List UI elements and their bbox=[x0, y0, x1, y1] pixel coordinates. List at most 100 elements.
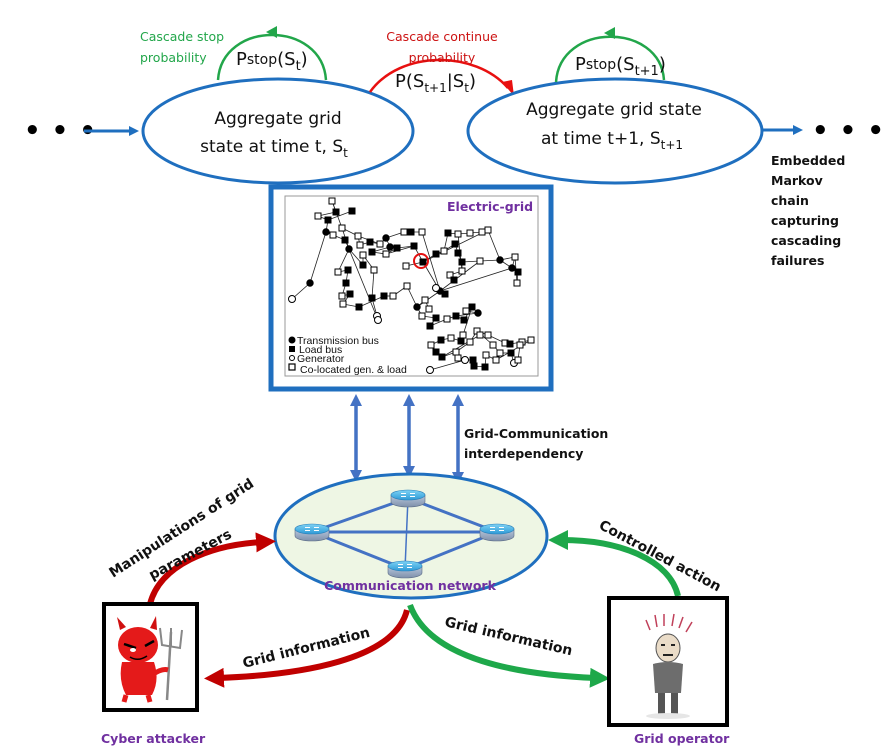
load-bus-node bbox=[432, 250, 440, 258]
grid-nodes bbox=[288, 197, 535, 374]
load-bus-node bbox=[444, 229, 452, 237]
load-bus-node bbox=[432, 314, 440, 322]
load-bus-node bbox=[468, 303, 476, 311]
grid-line bbox=[337, 248, 350, 273]
state-t-line2: state at time t, St bbox=[200, 137, 348, 160]
colocated-node bbox=[482, 351, 490, 359]
grid-line bbox=[371, 269, 375, 299]
colocated-node bbox=[421, 296, 429, 304]
colocated-node bbox=[516, 341, 524, 349]
transmission-bus-node bbox=[382, 234, 390, 242]
legend-label: Generator bbox=[297, 353, 345, 365]
load-bus-node bbox=[454, 249, 462, 257]
colocated-node bbox=[440, 247, 448, 255]
colocated-node bbox=[443, 315, 451, 323]
colocated-node bbox=[459, 331, 467, 339]
p-stop-t1: Pstop(St+1) bbox=[575, 54, 666, 79]
load-bus-node bbox=[346, 290, 354, 298]
devil-icon bbox=[117, 616, 183, 703]
colocated-node bbox=[462, 307, 470, 315]
transmission-bus-node bbox=[345, 245, 353, 253]
generator-node bbox=[432, 284, 440, 292]
load-bus-node bbox=[452, 312, 460, 320]
load-bus-node bbox=[470, 362, 478, 370]
caption-line: Embedded bbox=[771, 153, 845, 168]
colocated-node bbox=[527, 336, 535, 344]
colocated-node bbox=[329, 231, 337, 239]
stressed-operator-icon bbox=[645, 613, 693, 719]
legend-filled-circle-icon bbox=[288, 336, 296, 344]
load-bus-node bbox=[342, 279, 350, 287]
grid-line bbox=[439, 260, 481, 292]
grid-line bbox=[309, 231, 327, 284]
markov-caption: Embedded Markov chain capturing cascadin… bbox=[771, 153, 845, 268]
state-t1-line1: Aggregate grid state bbox=[526, 100, 702, 120]
electric-grid-panel: Electric-grid Transmission bus Load bus … bbox=[268, 184, 554, 392]
legend-filled-square-icon bbox=[289, 346, 295, 352]
load-bus-node bbox=[506, 340, 514, 348]
highlighted-bus-marker bbox=[413, 253, 429, 269]
grid-line bbox=[327, 210, 353, 221]
colocated-node bbox=[489, 341, 497, 349]
ellipsis-right: • • • bbox=[812, 116, 885, 146]
interdependency-arrows: Grid-Communication interdependency bbox=[350, 394, 608, 484]
operator-section: Controlled action Grid information bbox=[407, 517, 730, 746]
colocated-node bbox=[425, 305, 433, 313]
generator-node bbox=[374, 316, 382, 324]
operator-label: Grid operator bbox=[634, 731, 730, 746]
load-bus-node bbox=[432, 348, 440, 356]
grid-line bbox=[429, 359, 466, 371]
attacker-avatar bbox=[102, 602, 199, 712]
load-bus-node bbox=[460, 316, 468, 324]
load-bus-node bbox=[457, 337, 465, 345]
legend-label: Transmission bus bbox=[297, 335, 379, 347]
colocated-node bbox=[511, 253, 519, 261]
colocated-node bbox=[454, 354, 462, 362]
communication-network: Communication network bbox=[273, 472, 549, 600]
colocated-node bbox=[370, 266, 378, 274]
grid-line bbox=[421, 231, 441, 292]
colocated-node bbox=[454, 230, 462, 238]
load-bus-node bbox=[450, 276, 458, 284]
grid-line bbox=[487, 229, 501, 261]
load-bus-node bbox=[437, 336, 445, 344]
stop-label-line1: Cascade stop bbox=[140, 29, 224, 44]
colocated-node bbox=[354, 232, 362, 240]
load-bus-node bbox=[393, 244, 401, 252]
colocated-node bbox=[356, 241, 364, 249]
load-bus-node bbox=[438, 353, 446, 361]
operator-info-arrow bbox=[407, 603, 610, 688]
transmission-bus-node bbox=[386, 243, 394, 251]
caption-line: failures bbox=[771, 253, 824, 268]
load-bus-node bbox=[410, 242, 418, 250]
colocated-node bbox=[338, 224, 346, 232]
colocated-node bbox=[476, 257, 484, 265]
transmission-bus-node bbox=[496, 256, 504, 264]
interdependency-label-line2: interdependency bbox=[464, 446, 583, 461]
continue-label-line1: Cascade continue bbox=[386, 29, 498, 44]
colocated-node bbox=[452, 348, 460, 356]
load-bus-node bbox=[348, 207, 356, 215]
state-t-line1: Aggregate grid bbox=[214, 109, 341, 129]
grid-line bbox=[348, 248, 379, 321]
state-t1-line2: at time t+1, St+1 bbox=[541, 129, 683, 152]
electric-grid-title: Electric-grid bbox=[447, 199, 533, 214]
colocated-node bbox=[466, 229, 474, 237]
ellipsis-left: • • • bbox=[24, 116, 97, 146]
grid-line bbox=[291, 282, 311, 300]
caption-line: chain bbox=[771, 193, 809, 208]
load-bus-node bbox=[514, 268, 522, 276]
load-bus-node bbox=[441, 290, 449, 298]
caption-line: cascading bbox=[771, 233, 841, 248]
transmission-bus-node bbox=[306, 279, 314, 287]
legend-open-square-icon bbox=[288, 363, 296, 371]
load-bus-node bbox=[419, 258, 427, 266]
colocated-node bbox=[447, 334, 455, 342]
colocated-node bbox=[466, 338, 474, 346]
comm-network-title: Communication network bbox=[324, 578, 496, 593]
colocated-node bbox=[492, 356, 500, 364]
colocated-node bbox=[513, 279, 521, 287]
load-bus-node bbox=[407, 228, 415, 236]
attacker-info-arrow bbox=[204, 609, 410, 688]
